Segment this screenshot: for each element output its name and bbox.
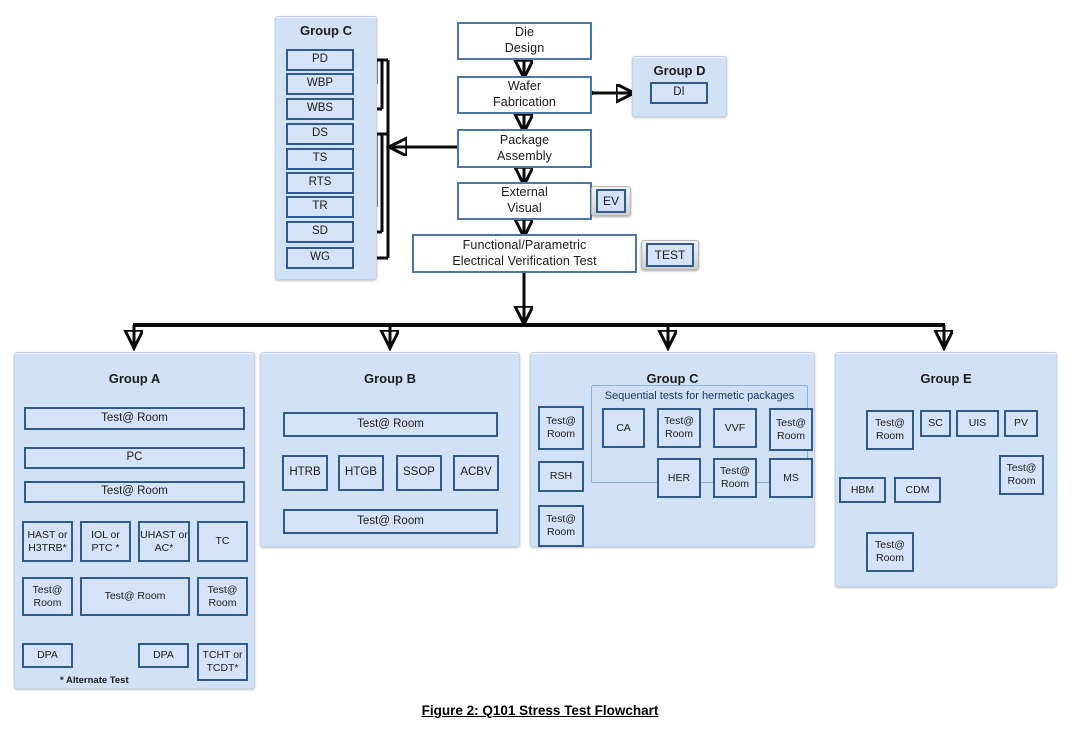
group-c-item-ds[interactable]: DS — [286, 123, 354, 145]
group-c-item-wbs[interactable]: WBS — [286, 98, 354, 120]
group-e-test-room-top[interactable]: Test@ Room — [866, 410, 914, 450]
group-c-item-wbp[interactable]: WBP — [286, 73, 354, 95]
group-a-stress-tc[interactable]: TC — [197, 521, 248, 562]
group-c-seq-ms[interactable]: MS — [769, 458, 813, 498]
group-a-post-test-3[interactable]: Test@ Room — [197, 577, 248, 616]
group-c-test-room-2[interactable]: Test@ Room — [538, 505, 584, 547]
group-a-post-test-1[interactable]: Test@ Room — [22, 577, 73, 616]
group-a-test-room-2[interactable]: Test@ Room — [24, 481, 245, 503]
step-electrical-verification-test[interactable]: Functional/Parametric Electrical Verific… — [412, 234, 637, 273]
group-b-stress-acbv[interactable]: ACBV — [453, 455, 499, 491]
group-a-pc[interactable]: PC — [24, 447, 245, 469]
group-d-title: Group D — [653, 63, 706, 78]
group-c-seq-her[interactable]: HER — [657, 458, 701, 498]
step-die-design[interactable]: Die Design — [457, 22, 592, 60]
group-a-tcht[interactable]: TCHT or TCDT* — [197, 643, 248, 681]
group-c-item-tr[interactable]: TR — [286, 196, 354, 218]
badge-ev-label: EV — [596, 189, 626, 213]
group-a-post-test-2[interactable]: Test@ Room — [80, 577, 190, 616]
group-a-test-room-1[interactable]: Test@ Room — [24, 407, 245, 430]
group-d-item-di[interactable]: DI — [650, 82, 708, 104]
group-c-seq-test-room-1[interactable]: Test@ Room — [657, 408, 701, 448]
group-c-rsh[interactable]: RSH — [538, 461, 584, 492]
group-c-item-rts[interactable]: RTS — [286, 172, 354, 194]
group-e-pv[interactable]: PV — [1004, 410, 1038, 437]
group-c-bottom-title: Group C — [646, 371, 699, 386]
group-e-sc[interactable]: SC — [920, 410, 951, 437]
group-a-dpa-2[interactable]: DPA — [138, 643, 189, 668]
group-e-cdm[interactable]: CDM — [894, 477, 941, 503]
step-wafer-fabrication[interactable]: Wafer Fabrication — [457, 76, 592, 114]
group-e-esd-test-room[interactable]: Test@ Room — [866, 532, 914, 572]
step-external-visual[interactable]: External Visual — [457, 182, 592, 220]
group-b-title: Group B — [364, 371, 416, 386]
badge-test-label: TEST — [646, 243, 694, 267]
group-b-stress-htrb[interactable]: HTRB — [282, 455, 328, 491]
group-d-panel: Group D — [632, 56, 727, 117]
group-b-test-room-top[interactable]: Test@ Room — [283, 412, 498, 437]
group-e-uis[interactable]: UIS — [956, 410, 999, 437]
group-b-stress-ssop[interactable]: SSOP — [396, 455, 442, 491]
step-package-assembly[interactable]: Package Assembly — [457, 129, 592, 168]
group-e-pv-test-room[interactable]: Test@ Room — [999, 455, 1044, 495]
group-c-top-title: Group C — [300, 23, 352, 38]
group-c-sequential-title: Sequential tests for hermetic packages — [604, 390, 795, 402]
group-c-test-room-1[interactable]: Test@ Room — [538, 406, 584, 450]
figure-caption: Figure 2: Q101 Stress Test Flowchart — [421, 703, 659, 718]
group-a-stress-hast[interactable]: HAST or H3TRB* — [22, 521, 73, 562]
badge-test[interactable]: TEST — [641, 240, 699, 270]
group-c-seq-test-room-2[interactable]: Test@ Room — [769, 408, 813, 451]
group-c-seq-ca[interactable]: CA — [602, 408, 645, 448]
group-a-title: Group A — [108, 371, 161, 386]
group-e-title: Group E — [920, 371, 972, 386]
group-c-item-wg[interactable]: WG — [286, 247, 354, 269]
group-a-dpa-1[interactable]: DPA — [22, 643, 73, 668]
group-c-item-sd[interactable]: SD — [286, 221, 354, 243]
group-c-item-pd[interactable]: PD — [286, 49, 354, 71]
group-e-hbm[interactable]: HBM — [839, 477, 886, 503]
group-c-seq-test-room-3[interactable]: Test@ Room — [713, 458, 757, 498]
group-a-stress-iol[interactable]: IOL or PTC * — [80, 521, 131, 562]
group-b-test-room-bottom[interactable]: Test@ Room — [283, 509, 498, 534]
group-a-stress-uhast[interactable]: UHAST or AC* — [138, 521, 190, 562]
group-a-footnote: * Alternate Test — [60, 675, 129, 686]
group-c-seq-vvf[interactable]: VVF — [713, 408, 757, 448]
group-c-item-ts[interactable]: TS — [286, 148, 354, 170]
badge-ev[interactable]: EV — [591, 186, 631, 216]
group-b-stress-htgb[interactable]: HTGB — [338, 455, 384, 491]
